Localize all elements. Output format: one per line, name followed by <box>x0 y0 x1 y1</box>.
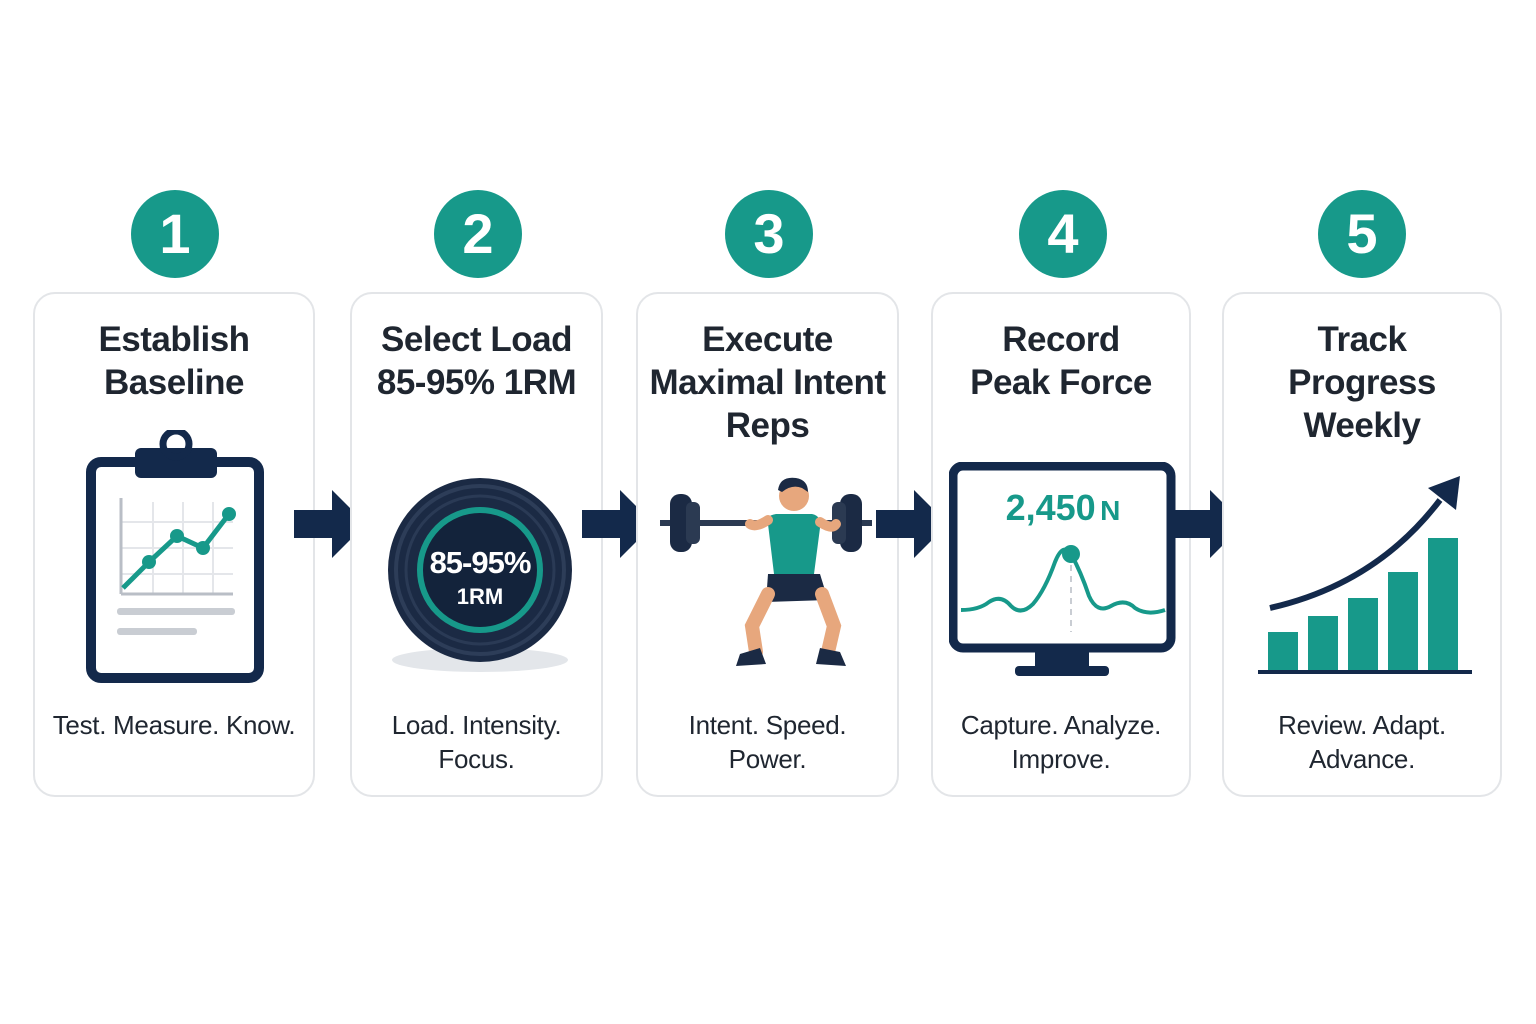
step-caption: Capture. Analyze. Improve. <box>960 710 1162 774</box>
step-title: Execute Maximal Intent Reps <box>649 320 886 445</box>
step-number-badge: 5 <box>1318 190 1406 278</box>
step-title: Select Load 85-95% 1RM <box>376 320 577 402</box>
force-monitor-icon: 2,450 N <box>949 462 1177 684</box>
step-number-badge: 2 <box>434 190 522 278</box>
step-card: Execute Maximal Intent Reps Intent. Spee… <box>636 292 899 797</box>
step-title: Establish Baseline <box>98 320 250 402</box>
step-card: Record Peak Force 2,450 N Capture. Analy… <box>931 292 1191 797</box>
clipboard-chart-icon <box>86 430 264 683</box>
load-percentage-text: 85-95% <box>429 545 532 580</box>
step-card: Track Progress Weekly Review. Adapt. Adv… <box>1222 292 1502 797</box>
step-caption: Load. Intensity. Focus. <box>391 710 562 774</box>
progress-bar-chart-icon <box>1258 476 1472 674</box>
step-number-badge: 4 <box>1019 190 1107 278</box>
load-unit-text: 1RM <box>456 584 504 609</box>
arrow-right-icon <box>876 490 948 558</box>
step-card: Establish Baseline Test. Measure. Know. <box>33 292 315 797</box>
step-caption: Intent. Speed. Power. <box>688 710 847 774</box>
weight-plate-icon: 85-95% 1RM <box>380 464 580 674</box>
step-title: Track Progress Weekly <box>1288 320 1436 445</box>
step-caption: Test. Measure. Know. <box>52 710 296 740</box>
step-number-badge: 3 <box>725 190 813 278</box>
step-number-badge: 1 <box>131 190 219 278</box>
step-title: Record Peak Force <box>970 320 1152 402</box>
arrow-right-icon <box>294 490 366 558</box>
step-card: Select Load 85-95% 1RM 85-95% 1RM Load. … <box>350 292 603 797</box>
squat-athlete-icon <box>660 477 872 666</box>
peak-force-readout: 2,450 N <box>949 488 1177 536</box>
peak-force-unit: N <box>1100 495 1121 526</box>
peak-force-value: 2,450 <box>1005 487 1096 528</box>
step-caption: Review. Adapt. Advance. <box>1278 710 1446 774</box>
